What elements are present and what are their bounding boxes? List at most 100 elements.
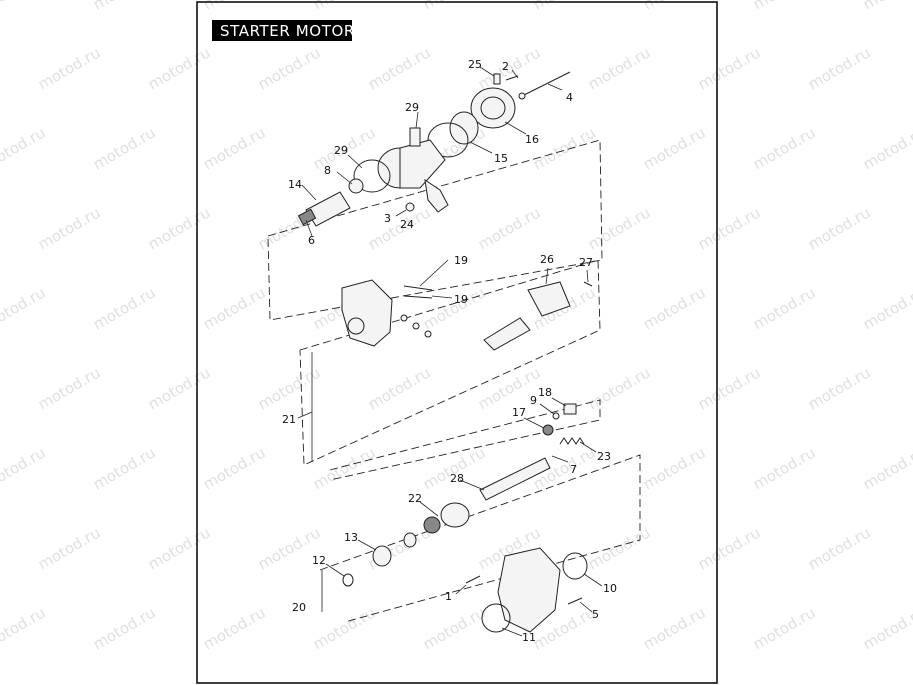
- watermark-text: motod.ru: [860, 283, 913, 333]
- watermark-text: motod.ru: [640, 123, 709, 173]
- watermark-text: motod.ru: [695, 523, 764, 573]
- watermark-text: motod.ru: [420, 443, 489, 493]
- callout-5: 5: [592, 608, 599, 621]
- group-outline-shaft: [329, 399, 601, 481]
- callout-20: 20: [292, 601, 306, 614]
- bearing-13: [372, 545, 392, 567]
- watermark-text: motod.ru: [695, 203, 764, 253]
- callout-labels: 25 2 4 29 16 29 15 8 14 3 24 6 19 26 27 …: [282, 58, 617, 644]
- bolt-1: [465, 575, 481, 584]
- watermark-text: motod.ru: [640, 603, 709, 653]
- watermark-text: motod.ru: [695, 363, 764, 413]
- bearing: [348, 178, 364, 194]
- stud-lower: [403, 295, 433, 299]
- brush-plate: [449, 111, 479, 145]
- leader-29a: [415, 111, 419, 129]
- watermark-text: motod.ru: [585, 43, 654, 93]
- watermark-text: motod.ru: [35, 203, 104, 253]
- o-ring-11: [481, 603, 511, 633]
- leader-5: [579, 601, 593, 613]
- callout-6: 6: [308, 234, 315, 247]
- gear-17: [542, 424, 554, 436]
- callout-7: 7: [570, 463, 577, 476]
- watermark-text: motod.ru: [255, 43, 324, 93]
- leader-26: [545, 267, 549, 285]
- watermark-text: motod.ru: [90, 123, 159, 173]
- watermark-text: motod.ru: [35, 363, 104, 413]
- watermark-text: motod.ru: [585, 363, 654, 413]
- watermark-text: motod.ru: [0, 283, 48, 333]
- watermark-text: motod.ru: [200, 603, 269, 653]
- watermark-text: motod.ru: [475, 203, 544, 253]
- watermark-text: motod.ru: [585, 203, 654, 253]
- clutch-collar: [423, 516, 441, 534]
- o-ring-lower: [353, 159, 391, 193]
- leader-9: [539, 403, 555, 415]
- leader-1: [455, 584, 467, 595]
- callout-3: 3: [384, 212, 391, 225]
- callout-29-upper: 29: [405, 101, 419, 114]
- stud-upper: [403, 285, 433, 291]
- bolt-5: [567, 597, 583, 605]
- leader-25: [479, 66, 495, 77]
- watermark-text: motod.ru: [860, 123, 913, 173]
- callout-9: 9: [530, 394, 537, 407]
- watermark-text: motod.ru: [750, 0, 819, 13]
- watermark-text: motod.ru: [750, 443, 819, 493]
- leader-17: [523, 417, 545, 429]
- leader-22: [419, 501, 439, 517]
- watermark-text: motod.ru: [420, 603, 489, 653]
- callout-10: 10: [603, 582, 617, 595]
- nut-c: [424, 330, 432, 338]
- leader-8: [336, 171, 353, 185]
- watermark-text: motod.ru: [365, 363, 434, 413]
- leader-4: [547, 83, 563, 91]
- watermark-text: motod.ru: [750, 603, 819, 653]
- parts: [297, 71, 593, 633]
- clutch-gear: [440, 502, 470, 528]
- callout-13: 13: [344, 531, 358, 544]
- armature-commutator: [297, 208, 317, 226]
- callout-25: 25: [468, 58, 482, 71]
- end-cap: [470, 87, 516, 129]
- end-cap-inner: [480, 96, 506, 120]
- leader-21: [297, 411, 313, 419]
- watermark-text: motod.ru: [0, 123, 48, 173]
- washer-9: [552, 412, 560, 420]
- leader-15: [469, 141, 493, 154]
- leader-7: [551, 455, 569, 463]
- watermark-text: motod.ru: [805, 363, 874, 413]
- through-bolt-head: [518, 92, 526, 100]
- title-box: [212, 20, 352, 41]
- watermark-text: motod.ru: [805, 203, 874, 253]
- callout-27: 27: [579, 256, 593, 269]
- leader-2: [511, 69, 519, 79]
- leader-28: [459, 479, 485, 491]
- watermark-text: motod.ru: [200, 283, 269, 333]
- watermark-text: motod.ru: [805, 43, 874, 93]
- watermark-text: motod.ru: [145, 523, 214, 573]
- watermark-text: motod.ru: [310, 443, 379, 493]
- watermark-text: motod.ru: [255, 363, 324, 413]
- callout-11: 11: [522, 631, 536, 644]
- leader-19b: [431, 295, 453, 299]
- group-outline-drive: [319, 454, 641, 623]
- callout-24: 24: [400, 218, 414, 231]
- callout-17: 17: [512, 406, 526, 419]
- watermark-text: motod.ru: [310, 603, 379, 653]
- callout-22: 22: [408, 492, 422, 505]
- watermark-text: motod.ru: [200, 443, 269, 493]
- callout-12: 12: [312, 554, 326, 567]
- spring-23: [559, 437, 585, 445]
- watermark-text: motod.ru: [640, 443, 709, 493]
- watermark-text: motod.ru: [750, 123, 819, 173]
- diagram-frame: [196, 1, 718, 684]
- screw-2: [505, 75, 519, 81]
- leader-29b: [347, 154, 363, 169]
- diagram-title: STARTER MOTOR: [220, 22, 355, 40]
- watermark-text: motod.ru: [365, 43, 434, 93]
- callout-19-lower: 19: [454, 293, 468, 306]
- drive-housing: [341, 279, 393, 347]
- callout-29-lower: 29: [334, 144, 348, 157]
